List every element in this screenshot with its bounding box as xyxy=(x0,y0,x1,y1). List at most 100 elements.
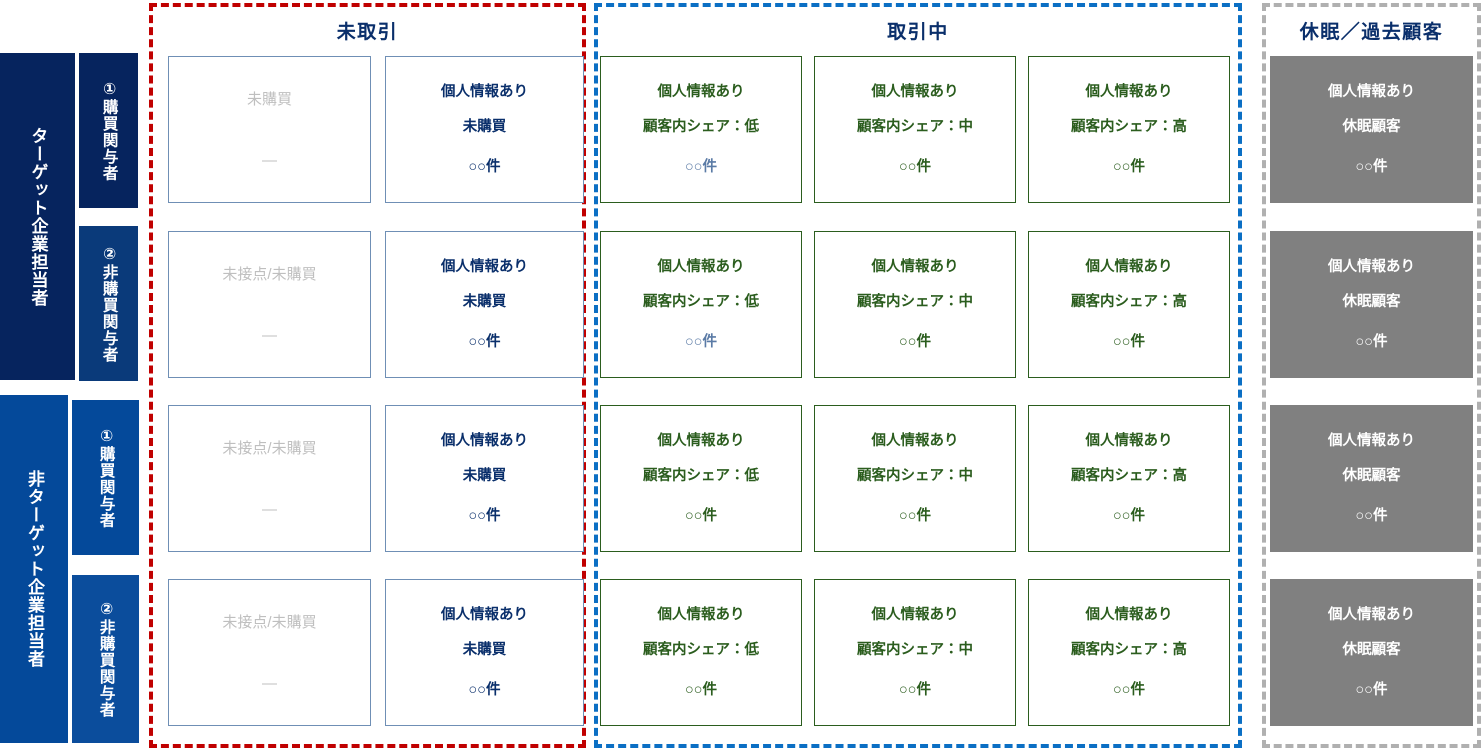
cell-line-1: 個人情報あり xyxy=(657,258,745,275)
cell-line-3: ○○件 xyxy=(898,158,932,175)
cell-r1-no-contact[interactable]: 未購買 — xyxy=(168,56,371,203)
cell-line-3: ○○件 xyxy=(1112,507,1146,524)
cell-r3-no-purchase[interactable]: 個人情報あり 未購買 ○○件 xyxy=(385,405,584,552)
cell-line-1: 個人情報あり xyxy=(657,606,745,623)
cell-line-1: 個人情報あり xyxy=(657,432,745,449)
cell-line-2: 未購買 xyxy=(462,468,507,485)
cell-line-3: ○○件 xyxy=(898,507,932,524)
cell-line-3: ○○件 xyxy=(898,681,932,698)
cell-line-2: 未購買 xyxy=(462,294,507,311)
cell-line-3: ○○件 xyxy=(684,507,718,524)
cell-line-1: 未購買 xyxy=(246,90,292,108)
row-label-2: ②非購買関与者 xyxy=(79,226,138,381)
row-group-label-target: ターゲット企業担当者 xyxy=(0,53,75,380)
cell-line-1: 個人情報あり xyxy=(871,258,959,275)
cell-r1-dormant[interactable]: 個人情報あり 休眠顧客 ○○件 xyxy=(1270,56,1473,203)
cell-line-1: 個人情報あり xyxy=(871,606,959,623)
cell-line-1: 個人情報あり xyxy=(1085,432,1173,449)
group-title-dormant: 休眠／過去顧客 xyxy=(1299,22,1444,43)
cell-line-3: ○○件 xyxy=(1355,333,1388,350)
cell-r4-no-purchase[interactable]: 個人情報あり 未購買 ○○件 xyxy=(385,579,584,726)
cell-r3-share-mid[interactable]: 個人情報あり 顧客内シェア：中 ○○件 xyxy=(814,405,1016,552)
cell-line-1: 個人情報あり xyxy=(441,258,528,275)
cell-line-3: ○○件 xyxy=(1355,507,1388,524)
cell-line-3: — xyxy=(262,500,277,518)
cell-line-2: 休眠顧客 xyxy=(1342,642,1401,659)
cell-r4-share-mid[interactable]: 個人情報あり 顧客内シェア：中 ○○件 xyxy=(814,579,1016,726)
cell-line-2: 顧客内シェア：高 xyxy=(1071,294,1187,311)
cell-r2-share-mid[interactable]: 個人情報あり 顧客内シェア：中 ○○件 xyxy=(814,231,1016,378)
cell-line-3: ○○件 xyxy=(1112,681,1146,698)
cell-line-1: 未接点/未購買 xyxy=(222,265,317,283)
cell-r4-share-low[interactable]: 個人情報あり 顧客内シェア：低 ○○件 xyxy=(600,579,802,726)
cell-line-1: 個人情報あり xyxy=(1328,258,1415,275)
row-label-text: ①購買関与者 xyxy=(100,79,118,182)
group-title-untraded: 未取引 xyxy=(336,22,399,43)
cell-line-1: 個人情報あり xyxy=(1085,83,1173,100)
cell-r1-share-high[interactable]: 個人情報あり 顧客内シェア：高 ○○件 xyxy=(1028,56,1230,203)
cell-r1-share-low[interactable]: 個人情報あり 顧客内シェア：低 ○○件 xyxy=(600,56,802,203)
cell-line-3: — xyxy=(262,326,277,344)
cell-line-1: 個人情報あり xyxy=(871,432,959,449)
cell-line-1: 個人情報あり xyxy=(871,83,959,100)
cell-r3-share-low[interactable]: 個人情報あり 顧客内シェア：低 ○○件 xyxy=(600,405,802,552)
cell-r4-share-high[interactable]: 個人情報あり 顧客内シェア：高 ○○件 xyxy=(1028,579,1230,726)
row-group-label-text: ターゲット企業担当者 xyxy=(28,126,48,307)
cell-r2-no-purchase[interactable]: 個人情報あり 未購買 ○○件 xyxy=(385,231,584,378)
cell-line-2: 顧客内シェア：中 xyxy=(857,468,973,485)
row-label-3: ①購買関与者 xyxy=(72,400,139,555)
cell-line-2: 顧客内シェア：低 xyxy=(643,294,759,311)
cell-line-3: — xyxy=(262,151,277,169)
cell-line-1: 個人情報あり xyxy=(657,83,745,100)
cell-r1-no-purchase[interactable]: 個人情報あり 未購買 ○○件 xyxy=(385,56,584,203)
cell-line-1: 個人情報あり xyxy=(441,606,528,623)
cell-r4-dormant[interactable]: 個人情報あり 休眠顧客 ○○件 xyxy=(1270,579,1473,726)
cell-line-2: 顧客内シェア：低 xyxy=(643,468,759,485)
cell-line-3: ○○件 xyxy=(684,681,718,698)
cell-line-1: 個人情報あり xyxy=(1328,83,1415,100)
cell-line-3: ○○件 xyxy=(468,681,501,698)
cell-line-1: 個人情報あり xyxy=(1085,258,1173,275)
cell-line-2: 顧客内シェア：低 xyxy=(643,119,759,136)
cell-r2-no-contact[interactable]: 未接点/未購買 — xyxy=(168,231,371,378)
cell-line-3: ○○件 xyxy=(684,158,718,175)
cell-line-1: 個人情報あり xyxy=(441,432,528,449)
cell-r2-share-high[interactable]: 個人情報あり 顧客内シェア：高 ○○件 xyxy=(1028,231,1230,378)
group-title-trading: 取引中 xyxy=(887,22,949,43)
cell-line-3: ○○件 xyxy=(468,158,501,175)
cell-r3-dormant[interactable]: 個人情報あり 休眠顧客 ○○件 xyxy=(1270,405,1473,552)
cell-line-2: 顧客内シェア：高 xyxy=(1071,642,1187,659)
cell-r2-dormant[interactable]: 個人情報あり 休眠顧客 ○○件 xyxy=(1270,231,1473,378)
cell-line-3: ○○件 xyxy=(1112,158,1146,175)
cell-line-2: 顧客内シェア：高 xyxy=(1071,468,1187,485)
cell-line-3: — xyxy=(262,674,277,692)
cell-line-2: 休眠顧客 xyxy=(1342,119,1401,136)
cell-line-2: 未購買 xyxy=(462,119,507,136)
cell-line-1: 未接点/未購買 xyxy=(222,613,317,631)
cell-line-3: ○○件 xyxy=(468,507,501,524)
cell-line-2: 顧客内シェア：高 xyxy=(1071,119,1187,136)
row-group-label-non-target: 非ターゲット企業担当者 xyxy=(0,395,68,743)
cell-r2-share-low[interactable]: 個人情報あり 顧客内シェア：低 ○○件 xyxy=(600,231,802,378)
cell-line-3: ○○件 xyxy=(684,333,718,350)
cell-r1-share-mid[interactable]: 個人情報あり 顧客内シェア：中 ○○件 xyxy=(814,56,1016,203)
row-label-1: ①購買関与者 xyxy=(79,53,138,208)
cell-line-3: ○○件 xyxy=(468,333,501,350)
cell-line-2: 顧客内シェア：中 xyxy=(857,119,973,136)
cell-line-3: ○○件 xyxy=(1355,158,1388,175)
cell-line-3: ○○件 xyxy=(1112,333,1146,350)
cell-line-1: 個人情報あり xyxy=(1328,606,1415,623)
cell-line-1: 個人情報あり xyxy=(441,83,528,100)
cell-r3-share-high[interactable]: 個人情報あり 顧客内シェア：高 ○○件 xyxy=(1028,405,1230,552)
cell-line-2: 休眠顧客 xyxy=(1342,468,1401,485)
cell-line-1: 個人情報あり xyxy=(1328,432,1415,449)
row-label-4: ②非購買関与者 xyxy=(72,575,139,743)
cell-r3-no-contact[interactable]: 未接点/未購買 — xyxy=(168,405,371,552)
row-label-text: ②非購買関与者 xyxy=(100,244,118,363)
cell-r4-no-contact[interactable]: 未接点/未購買 — xyxy=(168,579,371,726)
row-label-text: ①購買関与者 xyxy=(97,426,115,529)
cell-line-2: 顧客内シェア：中 xyxy=(857,294,973,311)
cell-line-1: 個人情報あり xyxy=(1085,606,1173,623)
cell-line-3: ○○件 xyxy=(898,333,932,350)
